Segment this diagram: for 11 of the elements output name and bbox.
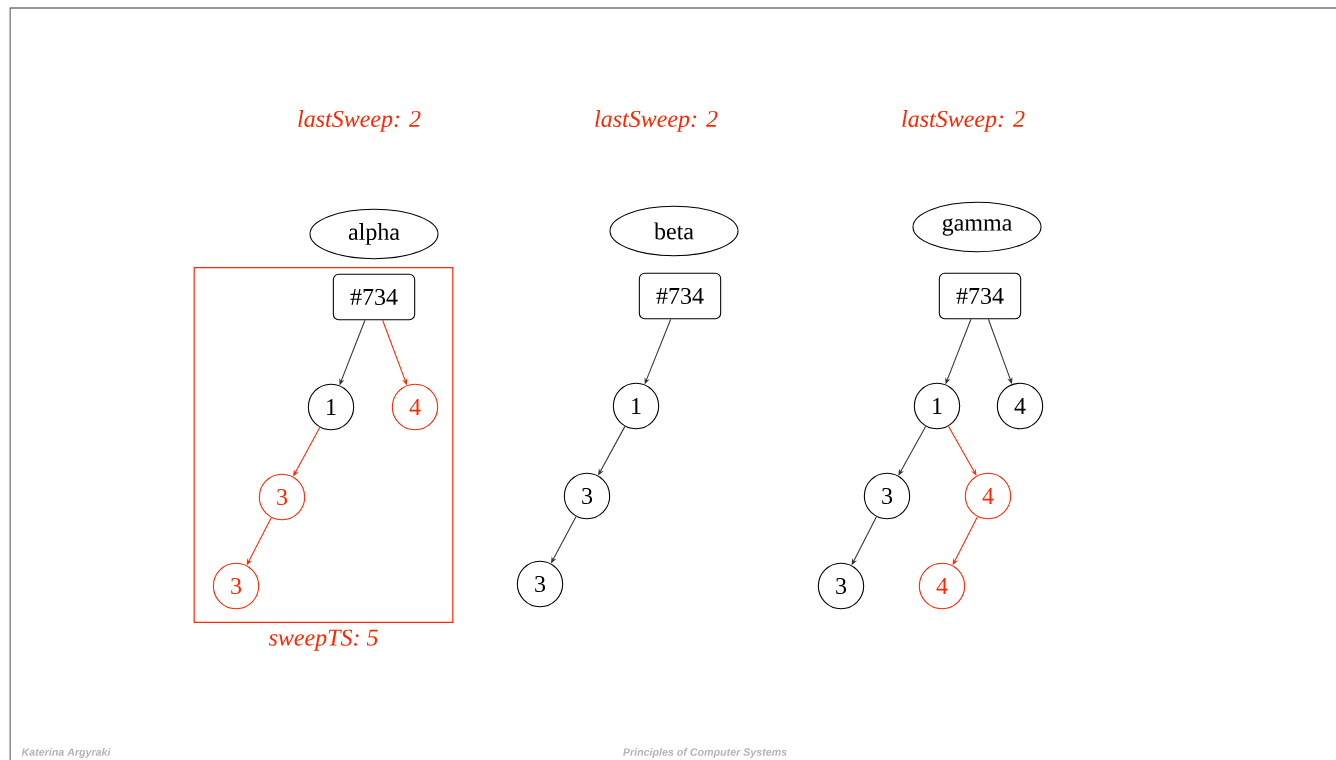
arrow (947, 425, 977, 476)
highlight-frame (193, 267, 454, 623)
hash-box: #734 (332, 273, 416, 321)
footer-text: Katerina Argyraki (21, 748, 111, 758)
hash-box: #734 (638, 272, 722, 320)
sweep-label: lastSweep: 2 (298, 110, 421, 132)
sweep-label: lastSweep: 2 (902, 110, 1025, 132)
sweep-label: lastSweep: 2 (595, 110, 718, 132)
footer-text: Principles of Computer Systems (623, 748, 787, 758)
box-caption: sweepTS: 5 (268, 629, 378, 651)
hash-box: #734 (938, 272, 1022, 320)
